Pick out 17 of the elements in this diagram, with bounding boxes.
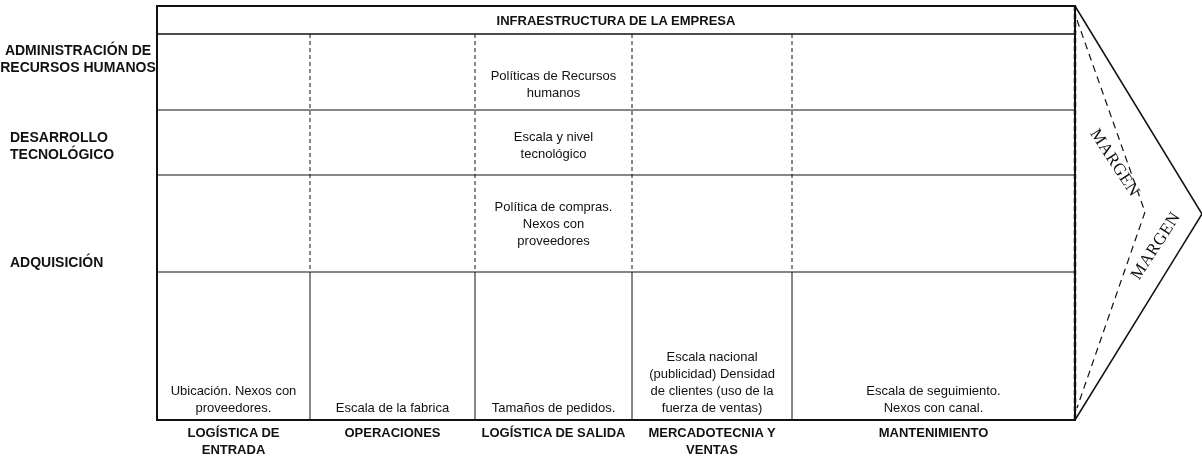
cell-text: Escala y nivel tecnológico bbox=[512, 128, 595, 162]
cell-text: Tamaños de pedidos. bbox=[490, 399, 617, 416]
column-heading: MERCADOTECNIA Y VENTAS bbox=[647, 424, 777, 458]
cell-text: Escala nacional (publicidad) Densidad de clientes (uso de la fuerza de ventas) bbox=[648, 348, 776, 416]
row-heading: ADQUISICIÓN bbox=[10, 253, 105, 271]
table-header: INFRAESTRUCTURA DE LA EMPRESA bbox=[495, 11, 737, 29]
column-heading: MANTENIMIENTO bbox=[877, 424, 990, 441]
cell-text: Política de compras. Nexos con proveedores bbox=[493, 198, 614, 249]
column-heading: LOGÍSTICA DE ENTRADA bbox=[186, 424, 281, 458]
row-heading: DESARROLLO TECNOLÓGICO bbox=[10, 129, 116, 163]
column-heading: LOGÍSTICA DE SALIDA bbox=[481, 424, 626, 441]
cell-text: Escala de seguimiento. Nexos con canal. bbox=[865, 382, 1002, 416]
column-heading: OPERACIONES bbox=[343, 424, 442, 441]
cell-text: Ubicación. Nexos con proveedores. bbox=[169, 382, 298, 416]
row-heading: ADMINISTRACIÓN DE RECURSOS HUMANOS bbox=[0, 42, 157, 76]
cell-text: Escala de la fabrica bbox=[334, 399, 451, 416]
cell-text: Políticas de Recursos humanos bbox=[489, 67, 618, 101]
